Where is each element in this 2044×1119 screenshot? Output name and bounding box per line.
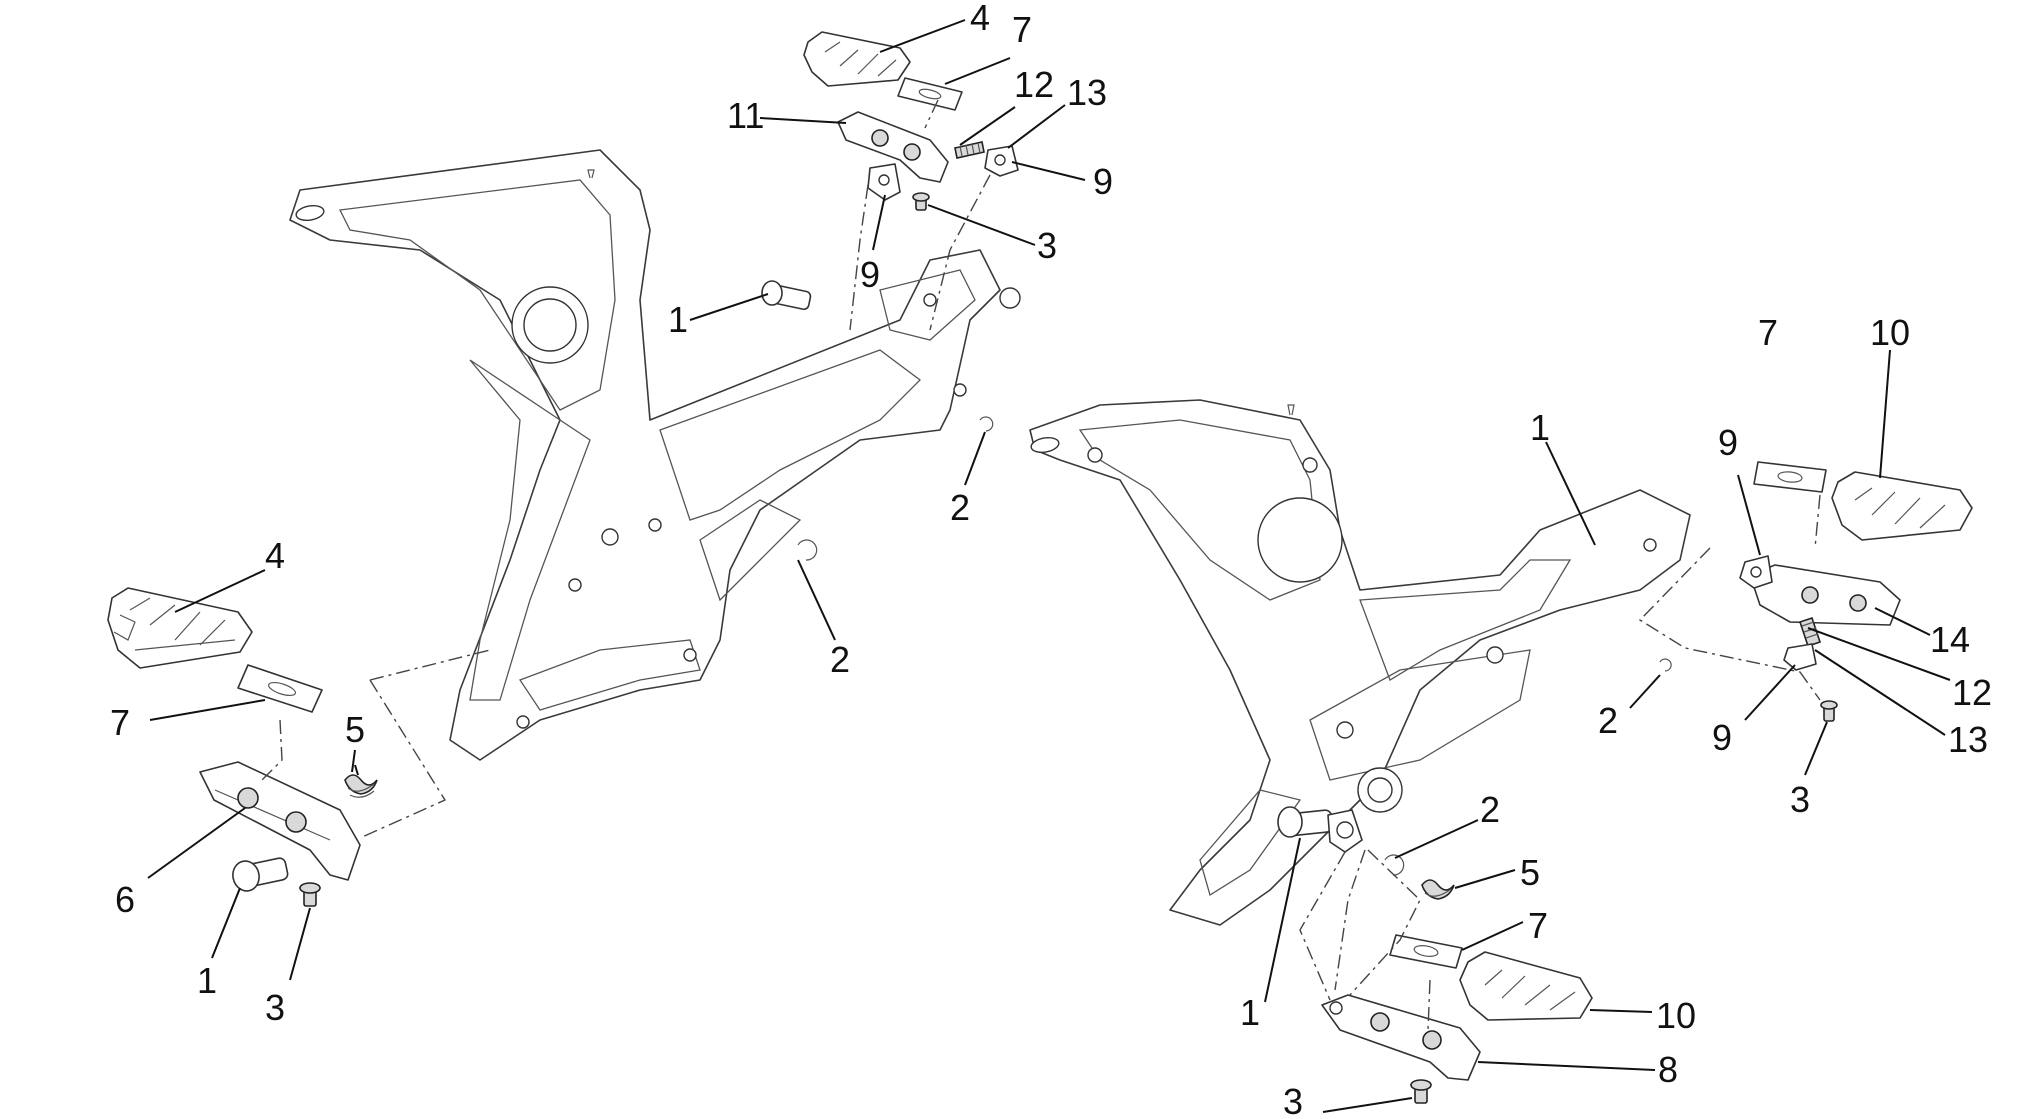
callout-2-right-frame: 2 bbox=[1598, 700, 1618, 741]
callout-5-right-bottom: 5 bbox=[1520, 852, 1540, 893]
callout-4-top: 4 bbox=[970, 0, 990, 38]
callout-11-top: 11 bbox=[727, 95, 764, 136]
callout-8-right-bottom: 8 bbox=[1658, 1049, 1678, 1090]
callout-1-right-frame: 1 bbox=[1530, 407, 1550, 448]
left-spring bbox=[344, 764, 378, 798]
right-top-rubber-footpeg bbox=[1831, 471, 1973, 541]
right-top-spring bbox=[1798, 616, 1822, 648]
callout-10-right-top: 10 bbox=[1870, 312, 1910, 353]
top-rubber-footpeg bbox=[803, 31, 911, 87]
callout-9-top-right: 9 bbox=[1093, 161, 1113, 202]
top-plate bbox=[897, 77, 963, 111]
right-bottom-spring bbox=[1421, 879, 1455, 900]
callout-9-right-lower: 9 bbox=[1712, 717, 1732, 758]
right-top-footpeg-body bbox=[1749, 564, 1901, 626]
callout-9-top-left: 9 bbox=[860, 254, 880, 295]
right-bottom-screw bbox=[1410, 1079, 1432, 1104]
left-footpeg-body bbox=[199, 761, 361, 881]
top-footpeg-body bbox=[837, 111, 949, 183]
callout-12-right: 12 bbox=[1952, 672, 1992, 713]
callout-7-right-top: 7 bbox=[1758, 312, 1778, 353]
right-bottom-bracket bbox=[1327, 809, 1363, 853]
leader-lines bbox=[147, 19, 1951, 1113]
right-bottom-pin bbox=[1277, 806, 1334, 838]
left-frame-bracket bbox=[289, 149, 1021, 761]
right-bottom-footpeg-assembly bbox=[1277, 806, 1593, 1104]
callout-3-right-top: 3 bbox=[1790, 779, 1810, 820]
callout-13-top: 13 bbox=[1067, 72, 1107, 113]
callout-1-top: 1 bbox=[668, 299, 688, 340]
callout-3-right-bottom: 3 bbox=[1283, 1081, 1303, 1119]
callout-5-left: 5 bbox=[345, 709, 365, 750]
callout-7-left: 7 bbox=[110, 702, 130, 743]
callout-2-left-frame-upper: 2 bbox=[950, 487, 970, 528]
left-pin bbox=[232, 857, 289, 892]
callout-4-left: 4 bbox=[265, 535, 285, 576]
right-bottom-circlip bbox=[1384, 854, 1405, 876]
top-bracket-left bbox=[867, 163, 901, 201]
top-screw bbox=[912, 192, 930, 211]
callout-3-left: 3 bbox=[265, 987, 285, 1028]
right-top-lower-bracket bbox=[1783, 643, 1817, 671]
left-plate bbox=[237, 664, 323, 713]
callout-14-right: 14 bbox=[1930, 619, 1970, 660]
right-top-plate bbox=[1753, 461, 1827, 493]
callout-1-right-bottom: 1 bbox=[1240, 992, 1260, 1033]
left-footpeg-assembly bbox=[107, 587, 378, 907]
callout-10-right-bottom: 10 bbox=[1656, 995, 1696, 1036]
top-spring bbox=[954, 141, 985, 159]
callout-7-right-bottom: 7 bbox=[1528, 905, 1548, 946]
right-frame-bracket bbox=[1029, 399, 1691, 926]
callout-12-top: 12 bbox=[1014, 64, 1054, 105]
callout-2-right-bottom: 2 bbox=[1480, 789, 1500, 830]
callout-9-right-top: 9 bbox=[1718, 422, 1738, 463]
callout-3-top: 3 bbox=[1037, 225, 1057, 266]
callout-numbers: 4 7 12 13 11 9 3 9 1 2 4 2 7 5 6 1 3 7 1… bbox=[110, 0, 1992, 1119]
right-bottom-footpeg-body bbox=[1321, 994, 1481, 1081]
circlips bbox=[797, 416, 1672, 672]
top-pin bbox=[761, 280, 812, 311]
callout-6-left: 6 bbox=[115, 879, 135, 920]
top-bracket-right bbox=[984, 145, 1019, 177]
callout-7-top: 7 bbox=[1012, 9, 1032, 50]
left-rubber-footpeg bbox=[107, 587, 253, 669]
assembly-lines bbox=[261, 99, 1821, 1031]
right-top-footpeg-assembly bbox=[1739, 461, 1973, 722]
left-screw bbox=[299, 882, 321, 907]
right-frame-large-hole bbox=[1257, 497, 1343, 583]
right-top-screw bbox=[1820, 700, 1838, 722]
callout-13-right: 13 bbox=[1948, 719, 1988, 760]
callout-2-left-frame-lower: 2 bbox=[830, 639, 850, 680]
callout-1-left: 1 bbox=[197, 960, 217, 1001]
right-bottom-rubber-footpeg bbox=[1459, 951, 1593, 1021]
right-top-bracket bbox=[1739, 555, 1773, 589]
top-footpeg-assembly bbox=[761, 31, 1019, 311]
